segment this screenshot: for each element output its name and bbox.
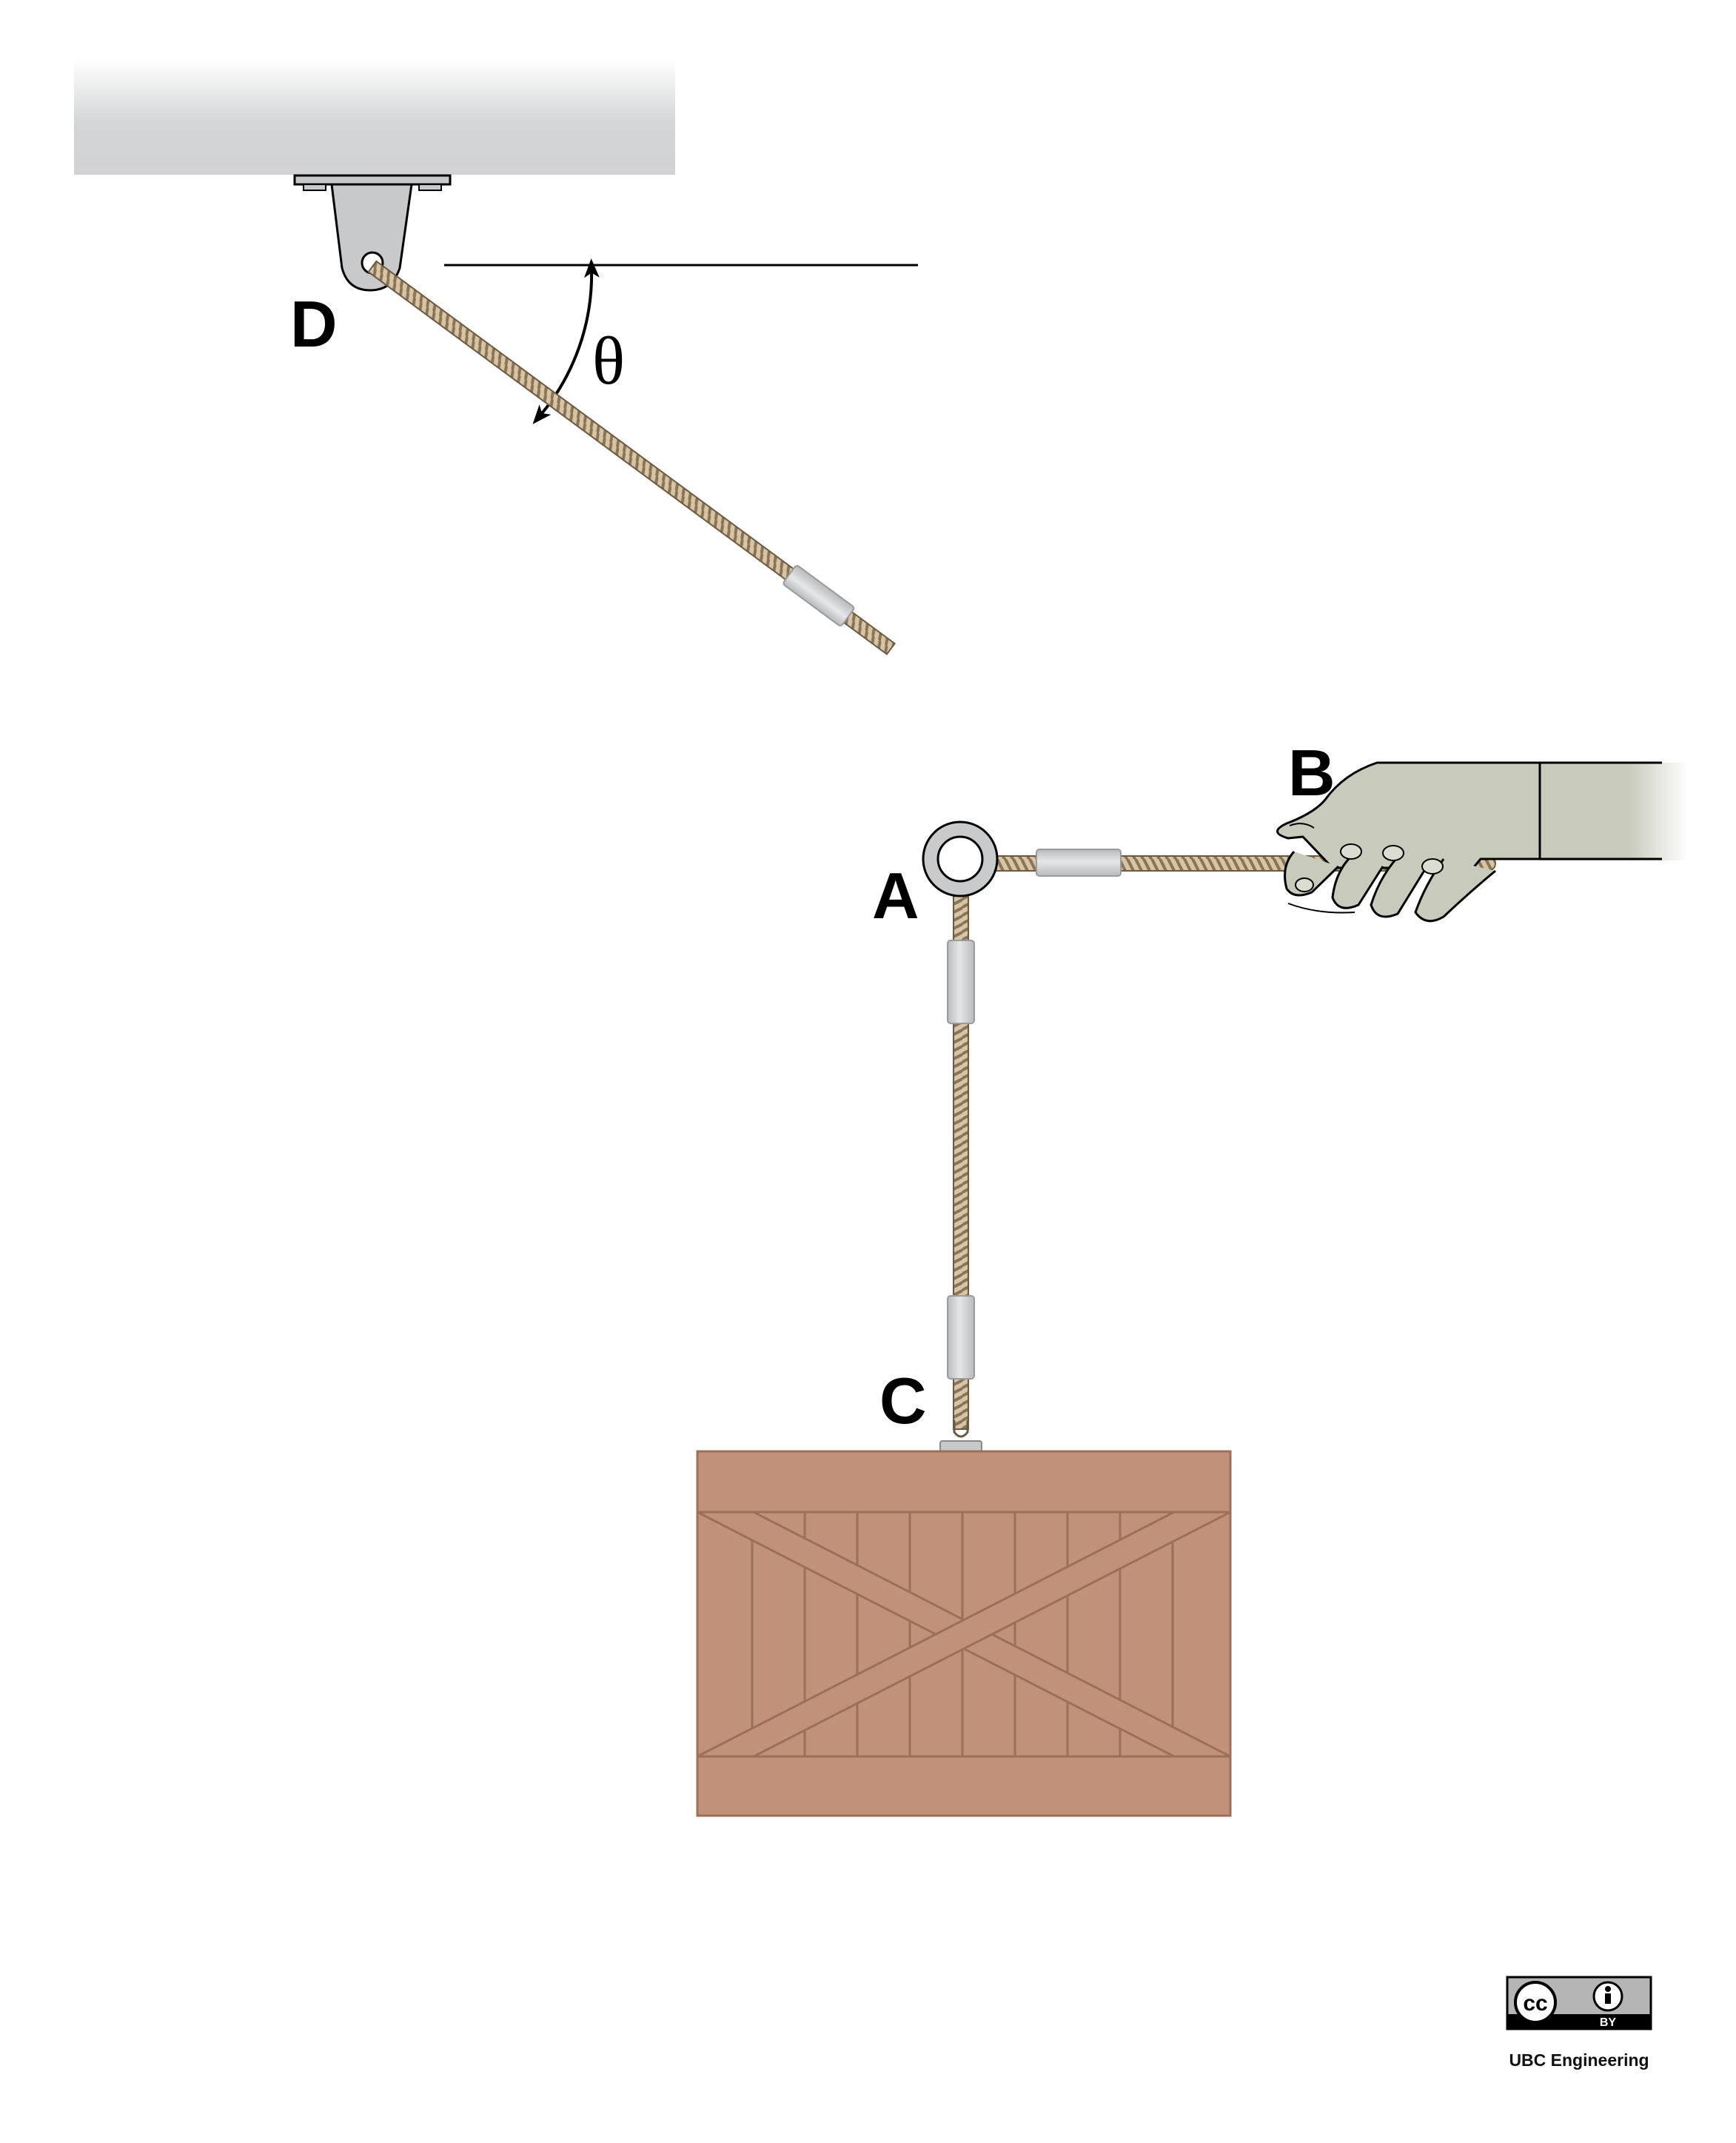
label-b: B bbox=[1288, 736, 1335, 809]
rope-da bbox=[367, 260, 896, 655]
hand-fingernail bbox=[1421, 858, 1444, 875]
label-c: C bbox=[879, 1364, 927, 1437]
hand-finger bbox=[1370, 850, 1427, 918]
wooden-crate bbox=[696, 1440, 1232, 1817]
pulling-hand bbox=[1276, 761, 1688, 923]
hand-thumbnail bbox=[1289, 823, 1315, 829]
hand-fingernail bbox=[1382, 845, 1404, 861]
label-a: A bbox=[872, 859, 919, 932]
by-text: BY bbox=[1600, 2016, 1617, 2029]
rope-sleeve-ac-bottom bbox=[947, 1295, 975, 1380]
hand-finger bbox=[1414, 858, 1496, 923]
rope-sleeve-ac-top bbox=[947, 940, 975, 1024]
rope-sleeve-ab bbox=[1036, 849, 1122, 877]
ceiling-beam bbox=[74, 59, 675, 175]
cc-icon bbox=[1514, 1981, 1557, 2024]
label-d: D bbox=[290, 287, 338, 361]
crate-hook-plate bbox=[939, 1440, 982, 1452]
hand-fingernail bbox=[1340, 843, 1362, 860]
connector-ring bbox=[922, 820, 999, 897]
cc-by-badge: cc BY bbox=[1506, 1976, 1652, 2030]
rope-sleeve-da bbox=[782, 565, 855, 626]
credit-text: UBC Engineering bbox=[1509, 2050, 1649, 2070]
rope-ac bbox=[947, 866, 975, 1438]
crate-bottom-board bbox=[696, 1755, 1232, 1817]
ceiling-bracket bbox=[293, 174, 452, 292]
label-theta: θ bbox=[592, 323, 625, 398]
hand-finger bbox=[1331, 849, 1384, 909]
crate-top-board bbox=[696, 1450, 1232, 1514]
cc-text: cc bbox=[1523, 1991, 1547, 2016]
hand-fingernail bbox=[1295, 877, 1314, 892]
